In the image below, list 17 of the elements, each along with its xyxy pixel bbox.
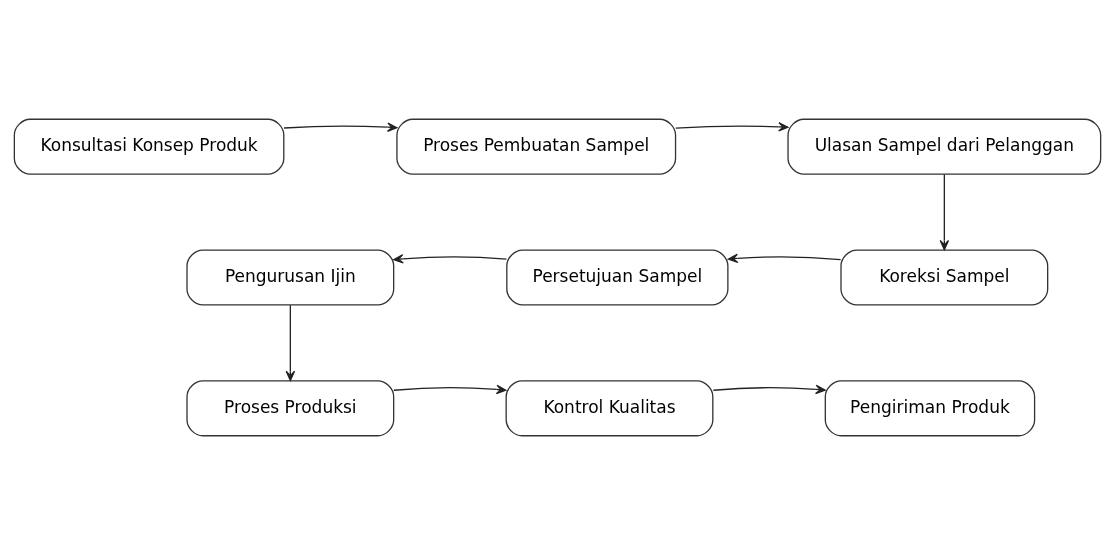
node-box: Ulasan Sampel dari Pelanggan xyxy=(787,118,1102,175)
node-box: Koreksi Sampel xyxy=(840,249,1049,306)
arrow xyxy=(285,304,296,382)
arrow xyxy=(393,254,508,264)
arrow xyxy=(727,253,842,264)
node-box: Proses Produksi xyxy=(186,380,395,437)
node-box: Kontrol Kualitas xyxy=(505,380,714,437)
arrow xyxy=(283,122,398,132)
node-box: Konsultasi Konsep Produk xyxy=(13,118,285,175)
node-box: Proses Pembuatan Sampel xyxy=(396,118,677,175)
node-box: Pengurusan Ijin xyxy=(186,249,395,306)
arrow xyxy=(939,173,950,251)
arrow xyxy=(712,384,826,395)
arrow xyxy=(675,122,789,132)
node-box: Persetujuan Sampel xyxy=(506,249,729,306)
arrow xyxy=(393,384,507,395)
node-box: Pengiriman Produk xyxy=(824,380,1036,437)
